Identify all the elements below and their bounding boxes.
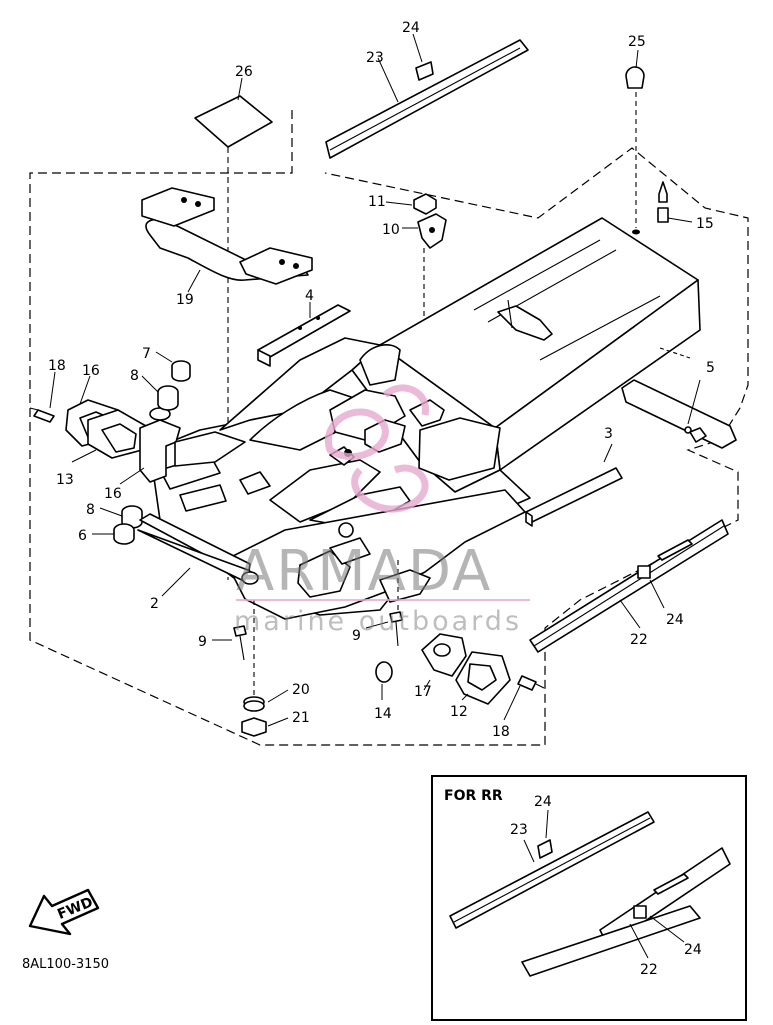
bracket-part-5 bbox=[621, 347, 737, 449]
callout-2: 2 bbox=[150, 596, 159, 612]
callout-19: 19 bbox=[176, 292, 194, 308]
callout-10: 10 bbox=[382, 222, 400, 238]
inset-title: FOR RR bbox=[444, 788, 503, 804]
washer-part-14 bbox=[375, 661, 393, 700]
nut-part-11 bbox=[385, 193, 437, 215]
bolt-part-18 bbox=[29, 371, 56, 423]
callout-17: 17 bbox=[414, 684, 432, 700]
callout-23: 23 bbox=[366, 50, 384, 66]
callout-13: 13 bbox=[56, 472, 74, 488]
inset-callout-24-lower: 24 bbox=[684, 942, 702, 958]
callouts: 26 23 24 25 11 10 15 19 4 5 7 18 16 8 3 … bbox=[48, 20, 715, 978]
callout-16-upper: 16 bbox=[82, 363, 100, 379]
bolt-part-18-right bbox=[503, 675, 545, 721]
callout-26: 26 bbox=[235, 64, 253, 80]
callout-16-lower: 16 bbox=[104, 486, 122, 502]
callout-15: 15 bbox=[696, 216, 714, 232]
callout-18-left: 18 bbox=[48, 358, 66, 374]
callout-9-right: 9 bbox=[352, 628, 361, 644]
inset-callout-24-upper: 24 bbox=[534, 794, 552, 810]
callout-3: 3 bbox=[604, 426, 613, 442]
bracket-part-10 bbox=[402, 213, 447, 330]
bolt-part-9-left bbox=[212, 625, 247, 661]
bolt-part-9-right bbox=[365, 560, 403, 647]
callout-8-lower: 8 bbox=[86, 502, 95, 518]
inset-callout-22: 22 bbox=[640, 962, 658, 978]
callout-11: 11 bbox=[368, 194, 386, 210]
callout-6: 6 bbox=[78, 528, 87, 544]
bushing-part-7 bbox=[155, 351, 191, 382]
cross-tube-part-2 bbox=[137, 513, 259, 597]
bushing-part-8-upper bbox=[141, 375, 179, 411]
callout-8-upper: 8 bbox=[130, 368, 139, 384]
callout-20: 20 bbox=[292, 682, 310, 698]
callout-7: 7 bbox=[142, 346, 151, 362]
inset-callout-23: 23 bbox=[510, 822, 528, 838]
callout-9-left: 9 bbox=[198, 634, 207, 650]
bushing-part-6 bbox=[92, 523, 135, 545]
base-plate bbox=[224, 489, 526, 620]
grab-bar-part-19 bbox=[141, 187, 313, 293]
callout-5: 5 bbox=[706, 360, 715, 376]
mount-part-12 bbox=[455, 651, 511, 705]
callout-22: 22 bbox=[630, 632, 648, 648]
watermark-tagline: marine outboards bbox=[234, 606, 522, 637]
mount-part-17 bbox=[421, 633, 467, 691]
callout-24: 24 bbox=[402, 20, 420, 36]
callout-14: 14 bbox=[374, 706, 392, 722]
stud-part-15 bbox=[657, 181, 693, 223]
cap-part-25 bbox=[625, 49, 645, 235]
inset-for-rr: FOR RR bbox=[431, 775, 747, 1021]
callout-24-lower: 24 bbox=[666, 612, 684, 628]
watermark-logo-icon bbox=[324, 384, 429, 513]
side-strip-part-22 bbox=[529, 519, 729, 653]
callout-18-right: 18 bbox=[492, 724, 510, 740]
callout-12: 12 bbox=[450, 704, 468, 720]
assembly-boundary bbox=[29, 110, 749, 746]
drawing-code: 8AL100-3150 bbox=[22, 957, 109, 972]
washer-part-20 bbox=[243, 689, 289, 712]
watermark: ARMADA marine outboards bbox=[234, 384, 530, 637]
callout-21: 21 bbox=[292, 710, 310, 726]
watermark-brand: ARMADA bbox=[236, 539, 492, 604]
shock-mount-left bbox=[119, 407, 246, 485]
side-strip-part-23 bbox=[325, 33, 529, 159]
nut-part-21 bbox=[241, 600, 289, 737]
callout-4: 4 bbox=[305, 288, 314, 304]
callout-25: 25 bbox=[628, 34, 646, 50]
fwd-arrow-icon: FWD bbox=[28, 888, 100, 936]
bracket-part-4 bbox=[257, 302, 351, 367]
bracket-part-3 bbox=[525, 443, 623, 527]
